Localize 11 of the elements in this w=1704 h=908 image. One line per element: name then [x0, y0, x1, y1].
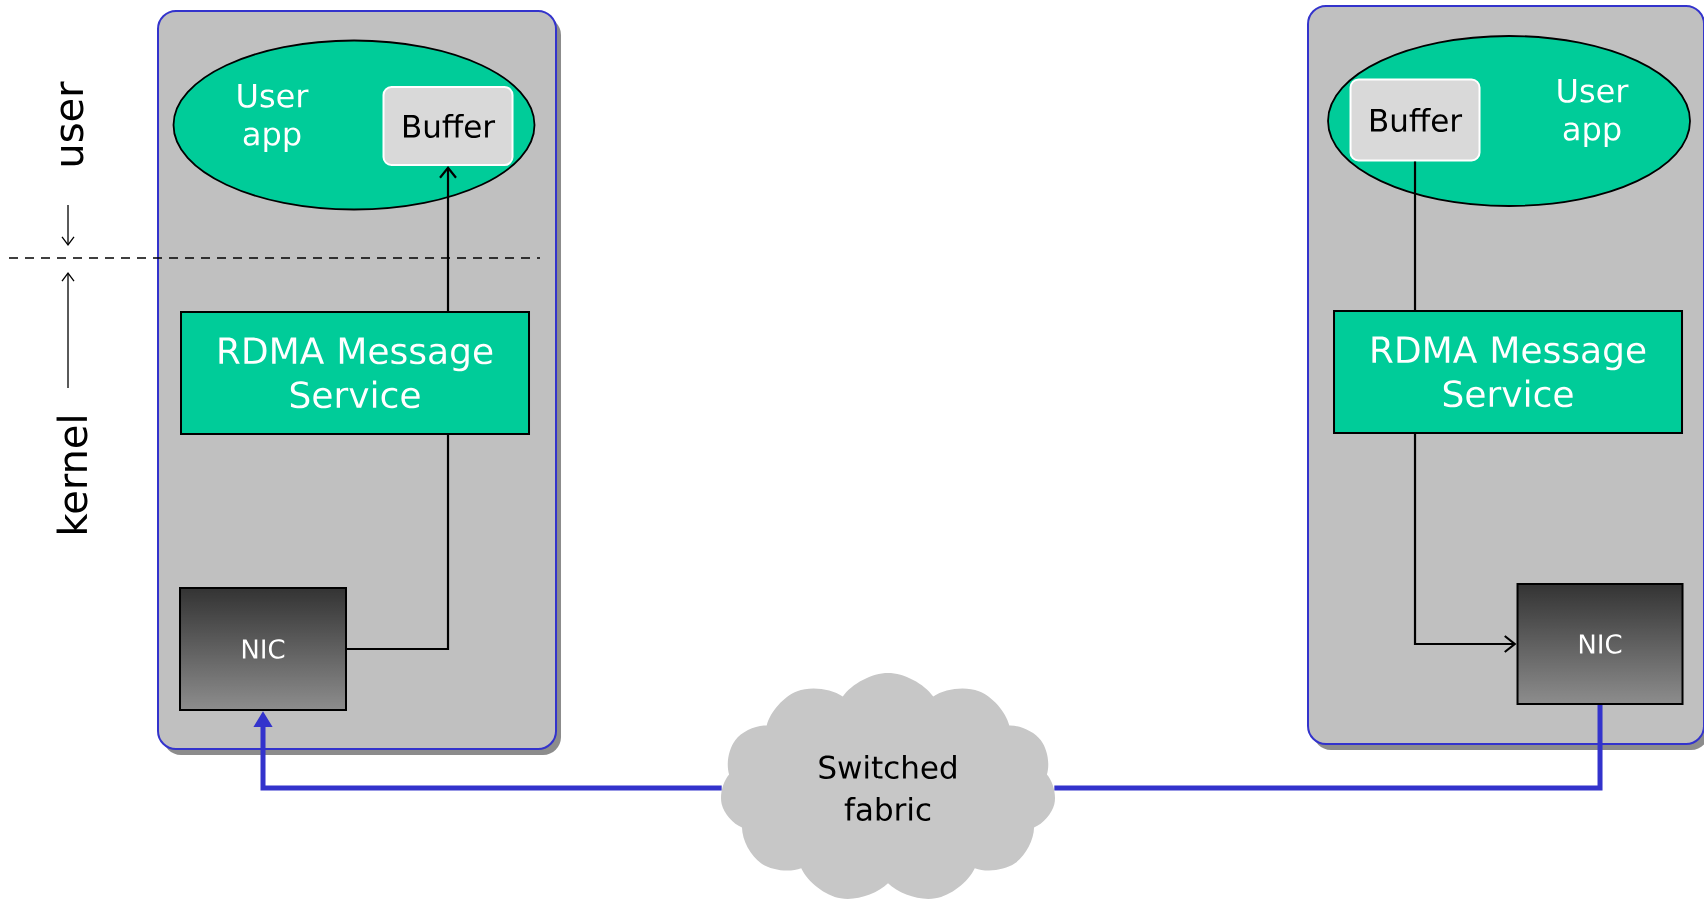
buffer-box: Buffer	[382, 86, 514, 166]
layer-label: user	[60, 81, 84, 166]
arrow	[439, 166, 457, 311]
service-box: RDMA Message Service	[1333, 310, 1683, 434]
nic-box: NIC	[179, 587, 347, 711]
nic-box: NIC	[1516, 583, 1684, 705]
network-cloud: Switched fabric	[721, 673, 1055, 899]
buffer-box: Buffer	[1349, 78, 1481, 162]
arrow	[1413, 434, 1517, 653]
service-box: RDMA Message Service	[180, 311, 530, 435]
layer-label: kernel	[56, 417, 88, 533]
